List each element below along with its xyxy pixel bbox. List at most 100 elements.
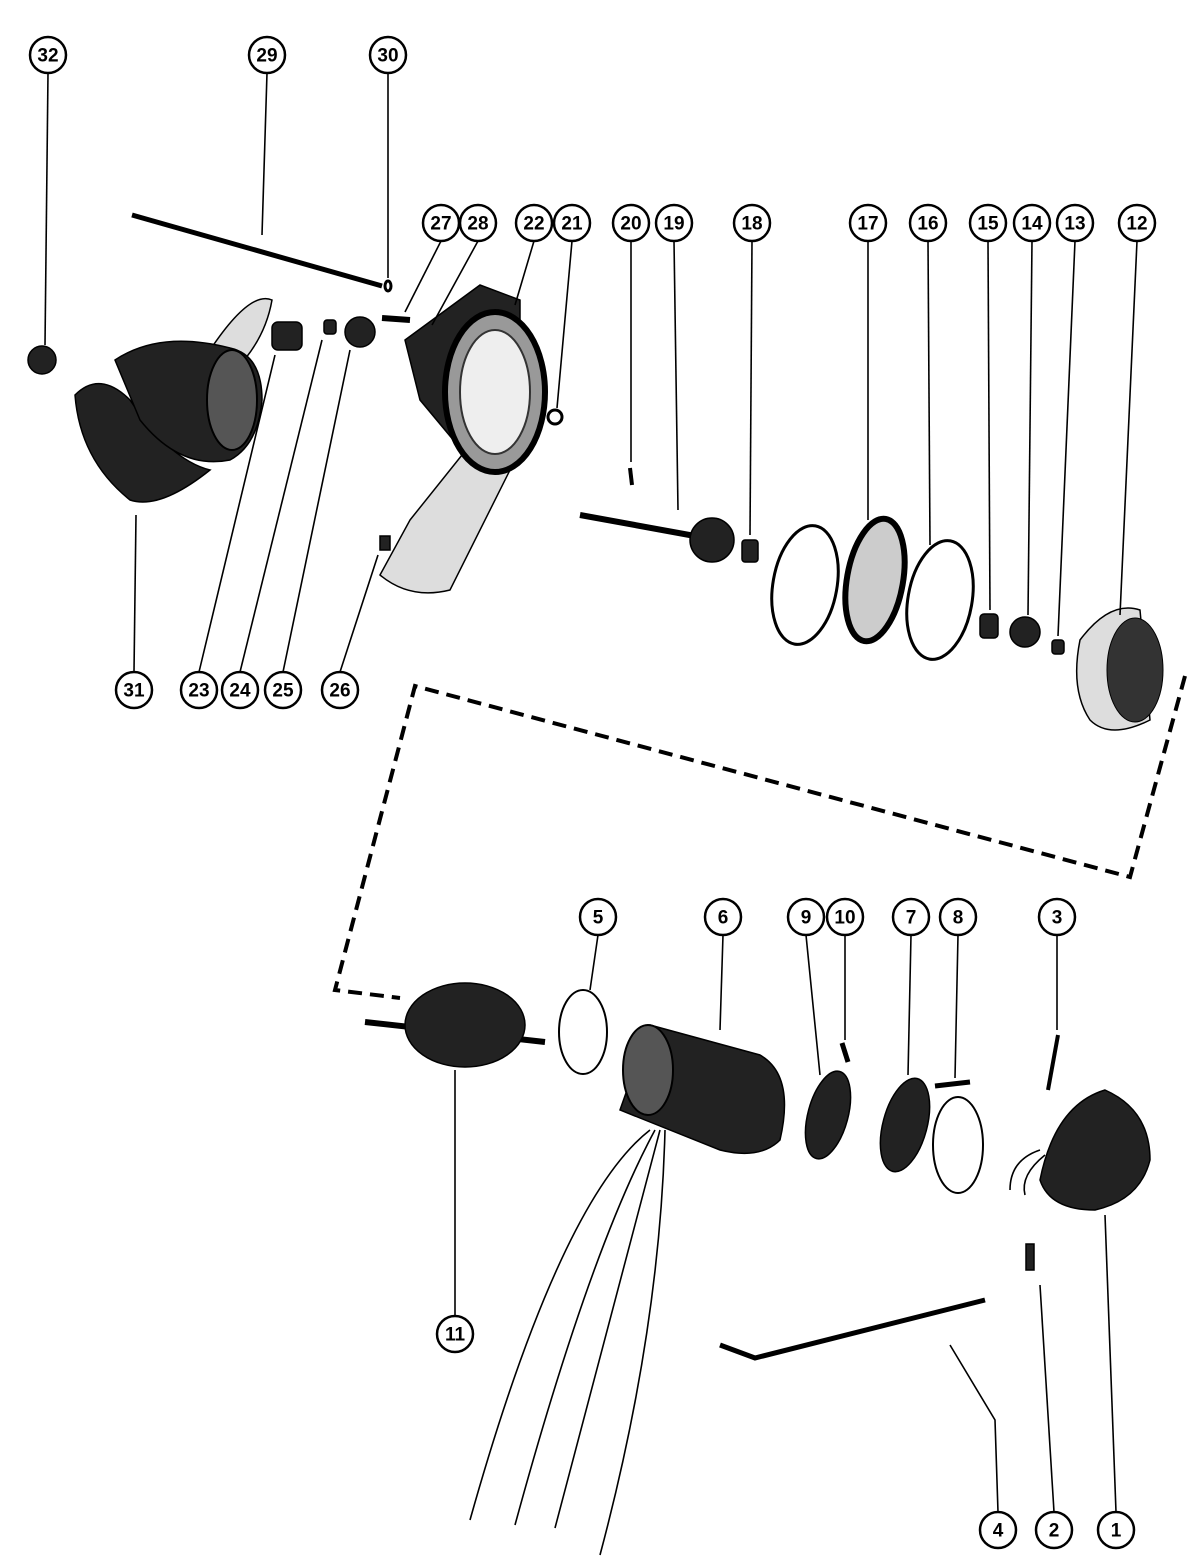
callout-number: 12	[1126, 214, 1147, 235]
callout-5: 5	[578, 897, 618, 937]
leader-line-31	[133, 514, 137, 673]
leader-line-6	[719, 934, 724, 1031]
leader-line-19	[673, 240, 679, 511]
leader-line-24	[239, 339, 323, 673]
callout-number: 25	[272, 681, 294, 702]
callout-circle	[848, 203, 888, 243]
part-6-motor-housing	[619, 1024, 786, 1155]
callout-circle	[891, 897, 931, 937]
leader-line-8	[954, 934, 959, 1079]
callout-18: 18	[732, 203, 772, 243]
part-29-rod	[131, 212, 383, 289]
callout-26: 26	[320, 670, 360, 710]
callout-1: 1	[1096, 1510, 1136, 1550]
part-16-gasket	[905, 539, 975, 661]
leader-line-27	[404, 240, 442, 313]
callout-number: 30	[377, 46, 398, 67]
callout-number: 26	[329, 681, 350, 702]
part-18-bearing	[741, 539, 759, 563]
callout-number: 22	[523, 214, 544, 235]
leader-line-25	[282, 349, 351, 673]
assembly-connector-dashed	[332, 675, 1187, 1000]
callout-number: 20	[620, 214, 641, 235]
part-9-brush-plate	[804, 1070, 852, 1160]
callout-circle	[654, 203, 694, 243]
leader-line-29	[261, 72, 268, 236]
callout-32: 32	[28, 35, 68, 75]
callout-circle	[908, 203, 948, 243]
leader-lines	[44, 72, 1138, 1513]
callout-number: 5	[593, 908, 604, 929]
part-25-thrust-washer	[344, 316, 376, 348]
callout-number: 8	[953, 908, 964, 929]
callout-number: 2	[1049, 1521, 1060, 1542]
part-11-armature	[364, 982, 546, 1068]
callout-circle	[703, 897, 743, 937]
callout-circle	[1096, 1510, 1136, 1550]
callout-circle	[786, 897, 826, 937]
callout-number: 32	[37, 46, 58, 67]
part-31-propeller	[74, 297, 273, 503]
part-23-bushing	[271, 321, 303, 351]
leader-line-1	[1104, 1214, 1117, 1513]
leader-line-9	[805, 934, 821, 1076]
part-27-screw	[381, 315, 411, 323]
callout-28: 28	[458, 203, 498, 243]
callout-circle	[1117, 203, 1157, 243]
part-4-hex-key	[719, 1297, 986, 1361]
part-5-o-ring	[558, 989, 608, 1075]
callout-circle	[1037, 897, 1077, 937]
callout-number: 28	[467, 214, 488, 235]
callout-16: 16	[908, 203, 948, 243]
callout-circle	[179, 670, 219, 710]
part-2-pin	[1025, 1243, 1035, 1271]
part-15-bearing	[979, 613, 999, 639]
callout-circle	[114, 670, 154, 710]
callout-number: 29	[256, 46, 277, 67]
callout-10: 10	[825, 897, 865, 937]
callout-number: 13	[1064, 214, 1085, 235]
callout-20: 20	[611, 203, 651, 243]
callout-circle	[1012, 203, 1052, 243]
callout-number: 10	[834, 908, 855, 929]
callout-number: 11	[445, 1325, 466, 1346]
callout-12: 12	[1117, 203, 1157, 243]
callout-7: 7	[891, 897, 931, 937]
callout-25: 25	[263, 670, 303, 710]
callout-11: 11	[435, 1314, 475, 1354]
leader-line-26	[339, 554, 379, 673]
leader-line-18	[749, 240, 753, 536]
callout-circle	[368, 35, 408, 75]
callout-number: 27	[430, 214, 451, 235]
part-13-spacer	[1051, 639, 1065, 655]
leader-line-14	[1027, 240, 1033, 616]
callout-30: 30	[368, 35, 408, 75]
callout-9: 9	[786, 897, 826, 937]
callout-number: 4	[993, 1521, 1004, 1542]
part-12-end-bell	[1075, 607, 1164, 731]
callout-17: 17	[848, 203, 888, 243]
part-8-screw	[934, 1079, 971, 1089]
callout-number: 15	[977, 214, 999, 235]
callout-24: 24	[220, 670, 260, 710]
callout-circle	[1055, 203, 1095, 243]
part-32-nut	[27, 345, 57, 375]
callout-number: 9	[801, 908, 812, 929]
part-26-plug	[379, 535, 391, 551]
part-21-seal	[546, 408, 564, 426]
callout-number: 7	[906, 908, 917, 929]
callout-27: 27	[421, 203, 461, 243]
part-14-gear	[1009, 616, 1041, 648]
callout-22: 22	[514, 203, 554, 243]
callout-number: 18	[741, 214, 762, 235]
callout-3: 3	[1037, 897, 1077, 937]
callout-number: 23	[188, 681, 209, 702]
part-30-washer	[383, 279, 393, 293]
parts	[27, 212, 1164, 1556]
callout-number: 1	[1111, 1521, 1122, 1542]
callout-31: 31	[114, 670, 154, 710]
callout-circle	[938, 897, 978, 937]
callout-circle	[28, 35, 68, 75]
